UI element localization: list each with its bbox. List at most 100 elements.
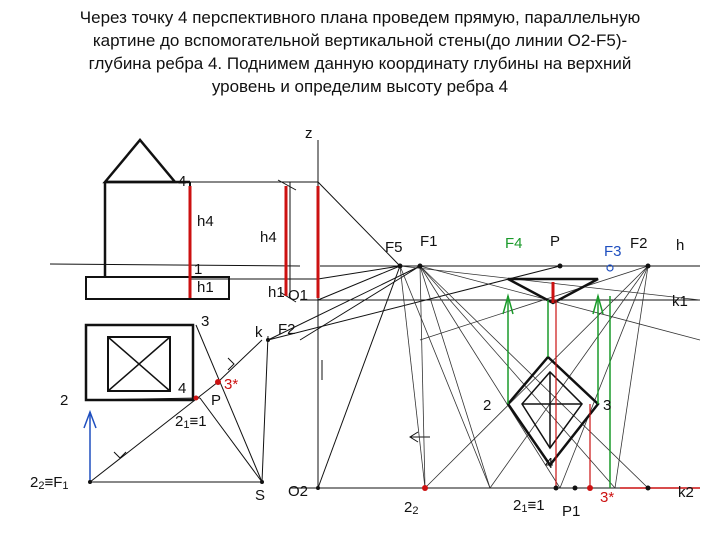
label-pt4-persp: 4 <box>545 455 553 472</box>
plan-view <box>84 323 269 483</box>
plan-point-4 <box>193 395 199 401</box>
h4-dimension <box>277 179 297 303</box>
arrow-head-left <box>409 431 419 443</box>
label-21-bottom-sub: 1 <box>521 503 527 515</box>
ray-f2-to-upper-left <box>419 265 649 341</box>
label-22-bottom: 22 <box>404 499 418 517</box>
label-pt3: 3 <box>201 313 209 330</box>
plan-line-21-down <box>199 397 263 483</box>
title-line-4: уровень и определим высоту ребра 4 <box>211 77 509 96</box>
ray-f5-to-bottom-b <box>399 265 426 489</box>
bottom-point-k2 <box>645 485 651 491</box>
label-22-plan-eq: ≡F <box>44 474 62 491</box>
picture-axes <box>267 140 700 489</box>
line-o1-to-f5 <box>317 181 401 267</box>
label-h4-left: h4 <box>197 213 214 230</box>
label-22-plan-sub: 2 <box>38 480 44 492</box>
diamond-outer <box>506 355 600 468</box>
label-o2: O2 <box>288 483 308 500</box>
label-pt4-plan: 4 <box>178 380 186 397</box>
label-21-bottom: 21≡1 <box>513 497 545 515</box>
label-21-plan-main: 2 <box>175 413 183 430</box>
label-z: z <box>305 125 313 142</box>
ray-f1-to-bottom-b <box>419 265 561 489</box>
ray-f5-to-k1-right <box>399 265 701 301</box>
plan-right-angle-mark-2 <box>113 451 127 459</box>
label-h: h <box>676 237 684 254</box>
line-o1c-to-f5 <box>317 265 401 301</box>
point-o2 <box>316 486 320 490</box>
slide-title: Через точку 4 перспективного плана прове… <box>20 6 700 98</box>
plan-line-s-up <box>261 335 269 483</box>
plan-outer-square <box>84 323 195 402</box>
label-k: k <box>255 324 263 341</box>
plan-line-to-k <box>217 339 263 383</box>
label-p-plan: P <box>211 392 221 409</box>
point-k <box>266 338 270 342</box>
plan-line-2-to-21 <box>85 397 201 401</box>
label-21-bottom-eq: ≡1 <box>527 497 544 514</box>
label-pt4-top: 4 <box>178 173 186 190</box>
ray-f2-to-bottom-c <box>559 265 649 489</box>
green-arrow-right <box>592 293 604 315</box>
label-f2-right: F2 <box>630 235 648 252</box>
bottom-point-22 <box>422 485 428 491</box>
plan-inner-square <box>107 336 171 392</box>
label-f1: F1 <box>420 233 438 250</box>
facade-roof-triangle <box>102 138 178 184</box>
bottom-point-3star <box>587 485 593 491</box>
ray-f1-to-upper-right <box>419 265 701 341</box>
label-f4: F4 <box>505 235 523 252</box>
vp-f1 <box>417 263 423 269</box>
label-p-top: P <box>550 233 560 250</box>
ray-f2-to-bottom-d <box>614 265 649 489</box>
facade-ground-line <box>49 263 301 267</box>
vp-f2 <box>645 263 651 269</box>
plan-line-to-s <box>195 324 263 483</box>
label-pt1: 1 <box>194 261 202 278</box>
line-o2-to-f5 <box>317 265 401 489</box>
facade-base-slab <box>85 276 230 300</box>
line-k-to-f1b <box>267 265 561 341</box>
label-k2: k2 <box>678 484 694 501</box>
label-h1-mid: h1 <box>268 284 285 301</box>
label-k1: k1 <box>672 293 688 310</box>
ray-f1-to-bottom-d <box>419 265 649 489</box>
label-o1: O1 <box>288 287 308 304</box>
title-line-3: глубина ребра 4. Поднимем данную координ… <box>88 54 632 73</box>
label-pt3-persp: 3 <box>603 397 611 414</box>
line-o2-to-f1 <box>299 265 421 341</box>
label-21-plan-sub: 1 <box>183 419 189 431</box>
persp-plan-diamond <box>506 355 600 468</box>
bottom-point-21 <box>553 485 559 491</box>
label-21-plan: 21≡1 <box>175 413 207 431</box>
plan-right-angle-mark-1 <box>227 357 235 371</box>
label-pt2-left: 2 <box>60 392 68 409</box>
label-22-plan: 22≡F1 <box>30 474 69 492</box>
ray-f1-to-22 <box>419 265 426 489</box>
label-21-plan-eq: ≡1 <box>189 413 206 430</box>
label-22-plan-main: 2 <box>30 474 38 491</box>
label-p1: P1 <box>562 503 580 520</box>
vp-f3 <box>606 264 614 272</box>
vp-f5 <box>397 263 403 269</box>
green-verticals <box>502 293 611 488</box>
label-f3: F3 <box>604 243 622 260</box>
label-h1-left: h1 <box>197 279 214 296</box>
label-f5: F5 <box>385 239 403 256</box>
label-s: S <box>255 487 265 504</box>
facade-view <box>49 138 318 300</box>
plan-point-3star <box>215 379 221 385</box>
label-21-bottom-main: 2 <box>513 497 521 514</box>
line-k-to-f1 <box>267 265 421 341</box>
ray-f1-to-bottom-c <box>419 265 616 489</box>
label-pt2-persp: 2 <box>483 397 491 414</box>
label-3star-bottom: 3* <box>600 489 614 506</box>
label-22-plan-eqsub: 1 <box>62 480 68 492</box>
persp-top-plane <box>507 277 599 305</box>
ray-f5-to-bottom-a <box>399 265 491 489</box>
label-3star-plan: 3* <box>224 376 238 393</box>
vp-p <box>557 263 563 269</box>
ray-f2-to-bottom-a <box>424 265 649 489</box>
